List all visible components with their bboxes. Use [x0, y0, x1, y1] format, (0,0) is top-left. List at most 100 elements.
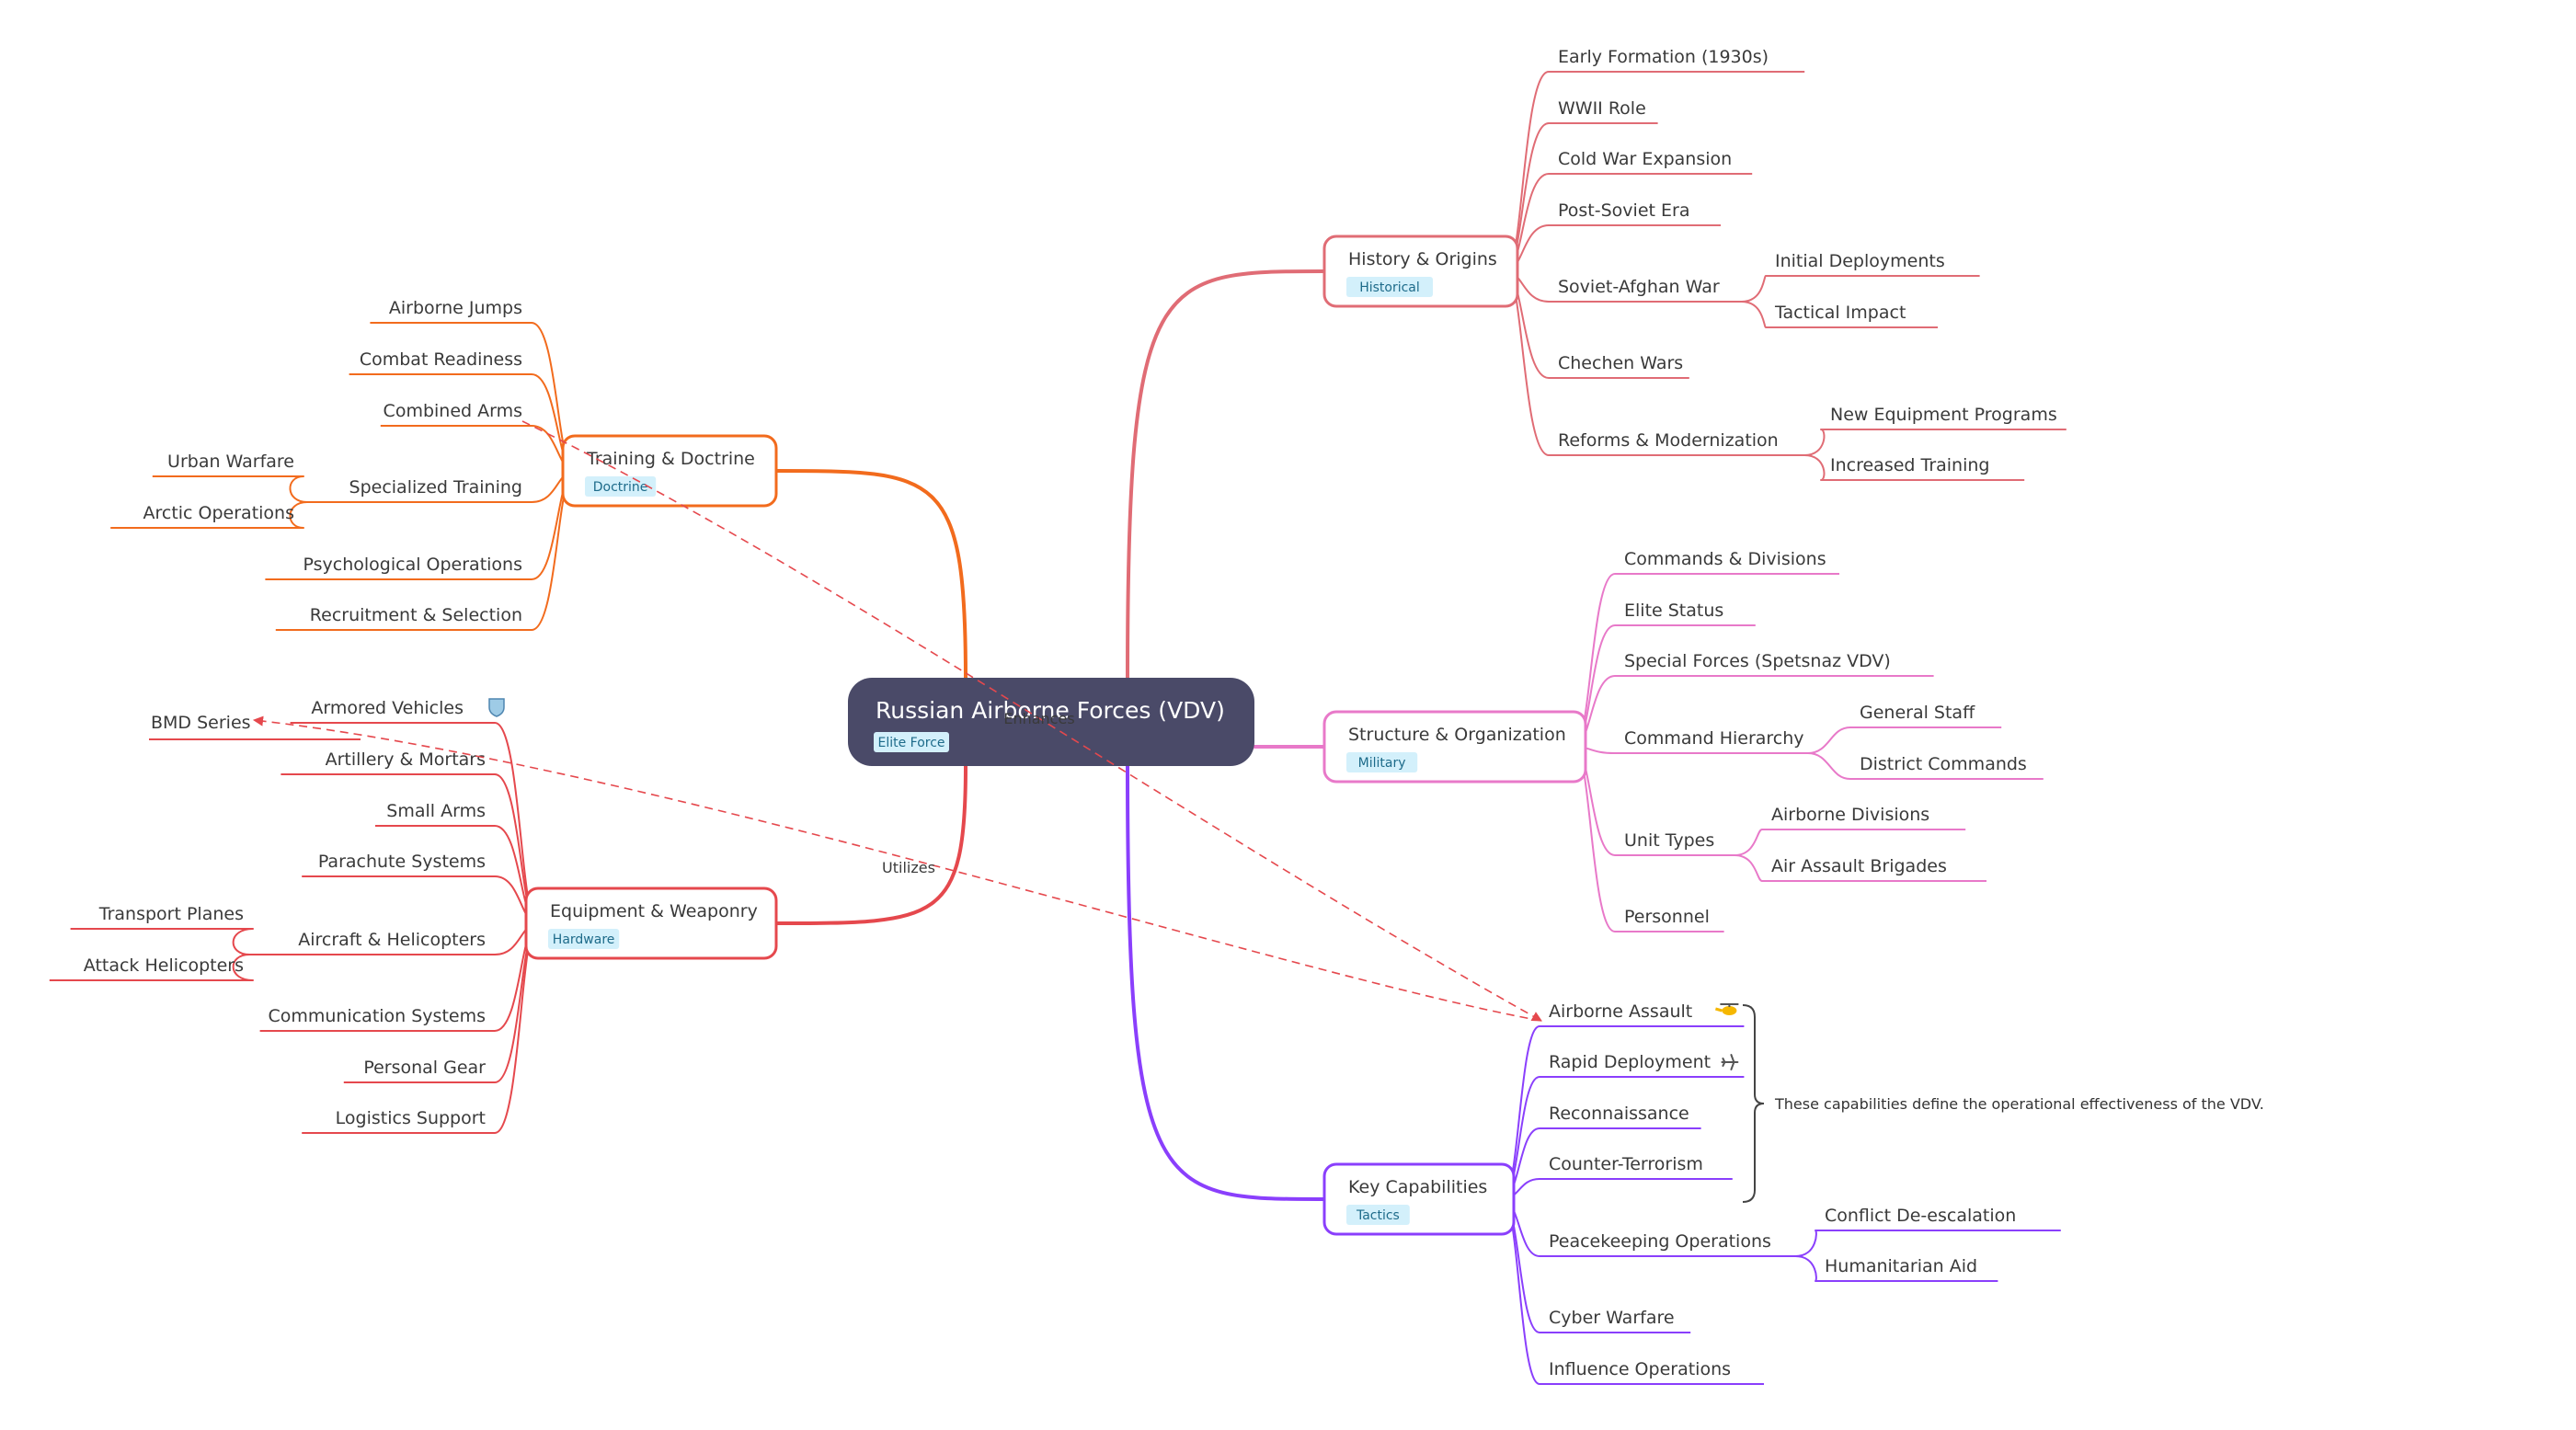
child-node-wwii-role[interactable]: WWII Role — [1558, 98, 1646, 119]
subchild-node-district-commands[interactable]: District Commands — [1860, 754, 2027, 774]
child-node-airborne-assault[interactable]: Airborne Assault — [1549, 1001, 1739, 1022]
child-node-rapid-deployment[interactable]: Rapid Deployment — [1549, 1052, 1739, 1072]
child-label: Airborne Jumps — [389, 298, 522, 318]
subchild-node-airborne-divisions[interactable]: Airborne Divisions — [1771, 805, 1929, 825]
child-node-armored-vehicles[interactable]: Armored Vehicles — [311, 698, 505, 718]
airplane-icon — [1721, 1054, 1739, 1070]
history-subchild-connector — [1740, 301, 1767, 328]
subchild-node-urban-warfare[interactable]: Urban Warfare — [167, 452, 294, 472]
structure-subchild-connector — [1806, 752, 1851, 780]
subchild-label: Humanitarian Aid — [1825, 1256, 1977, 1276]
subchild-label: General Staff — [1860, 703, 1975, 723]
child-node-chechen-wars[interactable]: Chechen Wars — [1558, 353, 1683, 373]
child-node-logistics-support[interactable]: Logistics Support — [336, 1108, 486, 1128]
subchild-node-initial-deployments[interactable]: Initial Deployments — [1775, 251, 1945, 271]
root-title: Russian Airborne Forces (VDV) — [876, 697, 1225, 724]
child-node-reforms-and-modernization[interactable]: Reforms & Modernization — [1558, 430, 1779, 451]
subchild-node-transport-planes[interactable]: Transport Planes — [98, 904, 244, 924]
child-label: Combined Arms — [384, 401, 522, 421]
subchild-node-general-staff[interactable]: General Staff — [1860, 703, 1975, 723]
child-node-airborne-jumps[interactable]: Airborne Jumps — [389, 298, 522, 318]
child-node-elite-status[interactable]: Elite Status — [1624, 601, 1723, 621]
child-label: Cold War Expansion — [1558, 149, 1732, 169]
root-node[interactable]: Russian Airborne Forces (VDV)Elite Force — [848, 678, 1254, 766]
child-node-influence-operations[interactable]: Influence Operations — [1549, 1359, 1731, 1379]
relation-line-utilizes[interactable] — [252, 715, 1542, 1022]
child-label: Reconnaissance — [1549, 1104, 1689, 1124]
child-label: Small Arms — [386, 801, 486, 821]
subchild-label: Airborne Divisions — [1771, 805, 1929, 825]
summary-bracket[interactable]: These capabilities define the operationa… — [1742, 1004, 2264, 1203]
child-node-psychological-operations[interactable]: Psychological Operations — [303, 555, 522, 575]
child-node-post-soviet-era[interactable]: Post-Soviet Era — [1558, 200, 1689, 221]
floating-topic-bmd-series[interactable]: BMD Series — [149, 713, 361, 740]
training-subchild-connector — [289, 475, 308, 503]
training-main-connector — [774, 469, 967, 680]
structure-subchild-connector — [1734, 854, 1763, 882]
subchild-label: Urban Warfare — [167, 452, 294, 472]
subchild-node-humanitarian-aid[interactable]: Humanitarian Aid — [1825, 1256, 1977, 1276]
child-node-aircraft-and-helicopters[interactable]: Aircraft & Helicopters — [298, 930, 486, 950]
child-node-early-formation-1930s[interactable]: Early Formation (1930s) — [1558, 47, 1769, 67]
subchild-label: Increased Training — [1830, 455, 1989, 475]
structure-subchild-connector — [1734, 829, 1763, 856]
root-tag-chip — [874, 732, 949, 752]
history-subchild-connector — [1803, 454, 1826, 481]
subchild-node-new-equipment-programs[interactable]: New Equipment Programs — [1830, 405, 2057, 425]
training-tag: Doctrine — [593, 480, 648, 495]
child-node-parachute-systems[interactable]: Parachute Systems — [318, 852, 486, 872]
child-node-reconnaissance[interactable]: Reconnaissance — [1549, 1104, 1689, 1124]
child-node-recruitment-and-selection[interactable]: Recruitment & Selection — [310, 605, 522, 625]
history-main-connector — [1126, 269, 1326, 682]
child-node-peacekeeping-operations[interactable]: Peacekeeping Operations — [1549, 1231, 1771, 1252]
root-node-box — [848, 678, 1254, 766]
child-label: Command Hierarchy — [1624, 728, 1804, 749]
child-label: Cyber Warfare — [1549, 1308, 1675, 1328]
subchild-node-increased-training[interactable]: Increased Training — [1830, 455, 1989, 475]
subchild-node-conflict-de-escalation[interactable]: Conflict De-escalation — [1825, 1206, 2016, 1226]
child-node-small-arms[interactable]: Small Arms — [386, 801, 486, 821]
child-node-commands-and-divisions[interactable]: Commands & Divisions — [1624, 549, 1826, 569]
child-label: Reforms & Modernization — [1558, 430, 1779, 451]
child-label: Personal Gear — [363, 1058, 486, 1078]
child-node-cold-war-expansion[interactable]: Cold War Expansion — [1558, 149, 1732, 169]
child-node-counter-terrorism[interactable]: Counter-Terrorism — [1549, 1154, 1703, 1174]
child-node-command-hierarchy[interactable]: Command Hierarchy — [1624, 728, 1804, 749]
history-tag-chip — [1346, 277, 1433, 297]
child-node-communication-systems[interactable]: Communication Systems — [268, 1006, 486, 1026]
equipment-subchild-connector — [232, 928, 254, 955]
child-node-artillery-and-mortars[interactable]: Artillery & Mortars — [326, 749, 486, 770]
nodes: Russian Airborne Forces (VDV)Elite Force… — [84, 47, 2264, 1379]
child-node-combat-readiness[interactable]: Combat Readiness — [360, 349, 522, 370]
child-node-special-forces-spetsnaz-vdv[interactable]: Special Forces (Spetsnaz VDV) — [1624, 651, 1891, 671]
child-label: Soviet-Afghan War — [1558, 277, 1720, 297]
floating-label: BMD Series — [151, 713, 251, 733]
child-label: Early Formation (1930s) — [1558, 47, 1769, 67]
child-node-unit-types[interactable]: Unit Types — [1624, 830, 1714, 851]
equipment-label: Equipment & Weaponry — [550, 901, 758, 921]
subchild-label: Air Assault Brigades — [1771, 856, 1947, 876]
child-label: Rapid Deployment — [1549, 1052, 1711, 1072]
child-label: Chechen Wars — [1558, 353, 1683, 373]
child-node-personal-gear[interactable]: Personal Gear — [363, 1058, 486, 1078]
subchild-node-attack-helicopters[interactable]: Attack Helicopters — [84, 955, 244, 976]
child-node-soviet-afghan-war[interactable]: Soviet-Afghan War — [1558, 277, 1720, 297]
subchild-node-arctic-operations[interactable]: Arctic Operations — [143, 503, 294, 523]
child-label: WWII Role — [1558, 98, 1646, 119]
subchild-node-air-assault-brigades[interactable]: Air Assault Brigades — [1771, 856, 1947, 876]
shield-icon — [488, 698, 505, 717]
child-node-specialized-training[interactable]: Specialized Training — [349, 477, 522, 498]
bracket-shape — [1742, 1004, 1765, 1203]
child-node-combined-arms[interactable]: Combined Arms — [384, 401, 522, 421]
capabilities-subchild-connector — [1794, 1230, 1817, 1257]
child-node-cyber-warfare[interactable]: Cyber Warfare — [1549, 1308, 1675, 1328]
subchild-node-tactical-impact[interactable]: Tactical Impact — [1774, 303, 1906, 323]
equipment-tag: Hardware — [553, 932, 615, 947]
child-node-personnel[interactable]: Personnel — [1624, 907, 1710, 927]
relation-line-enhances[interactable] — [521, 420, 1542, 1022]
